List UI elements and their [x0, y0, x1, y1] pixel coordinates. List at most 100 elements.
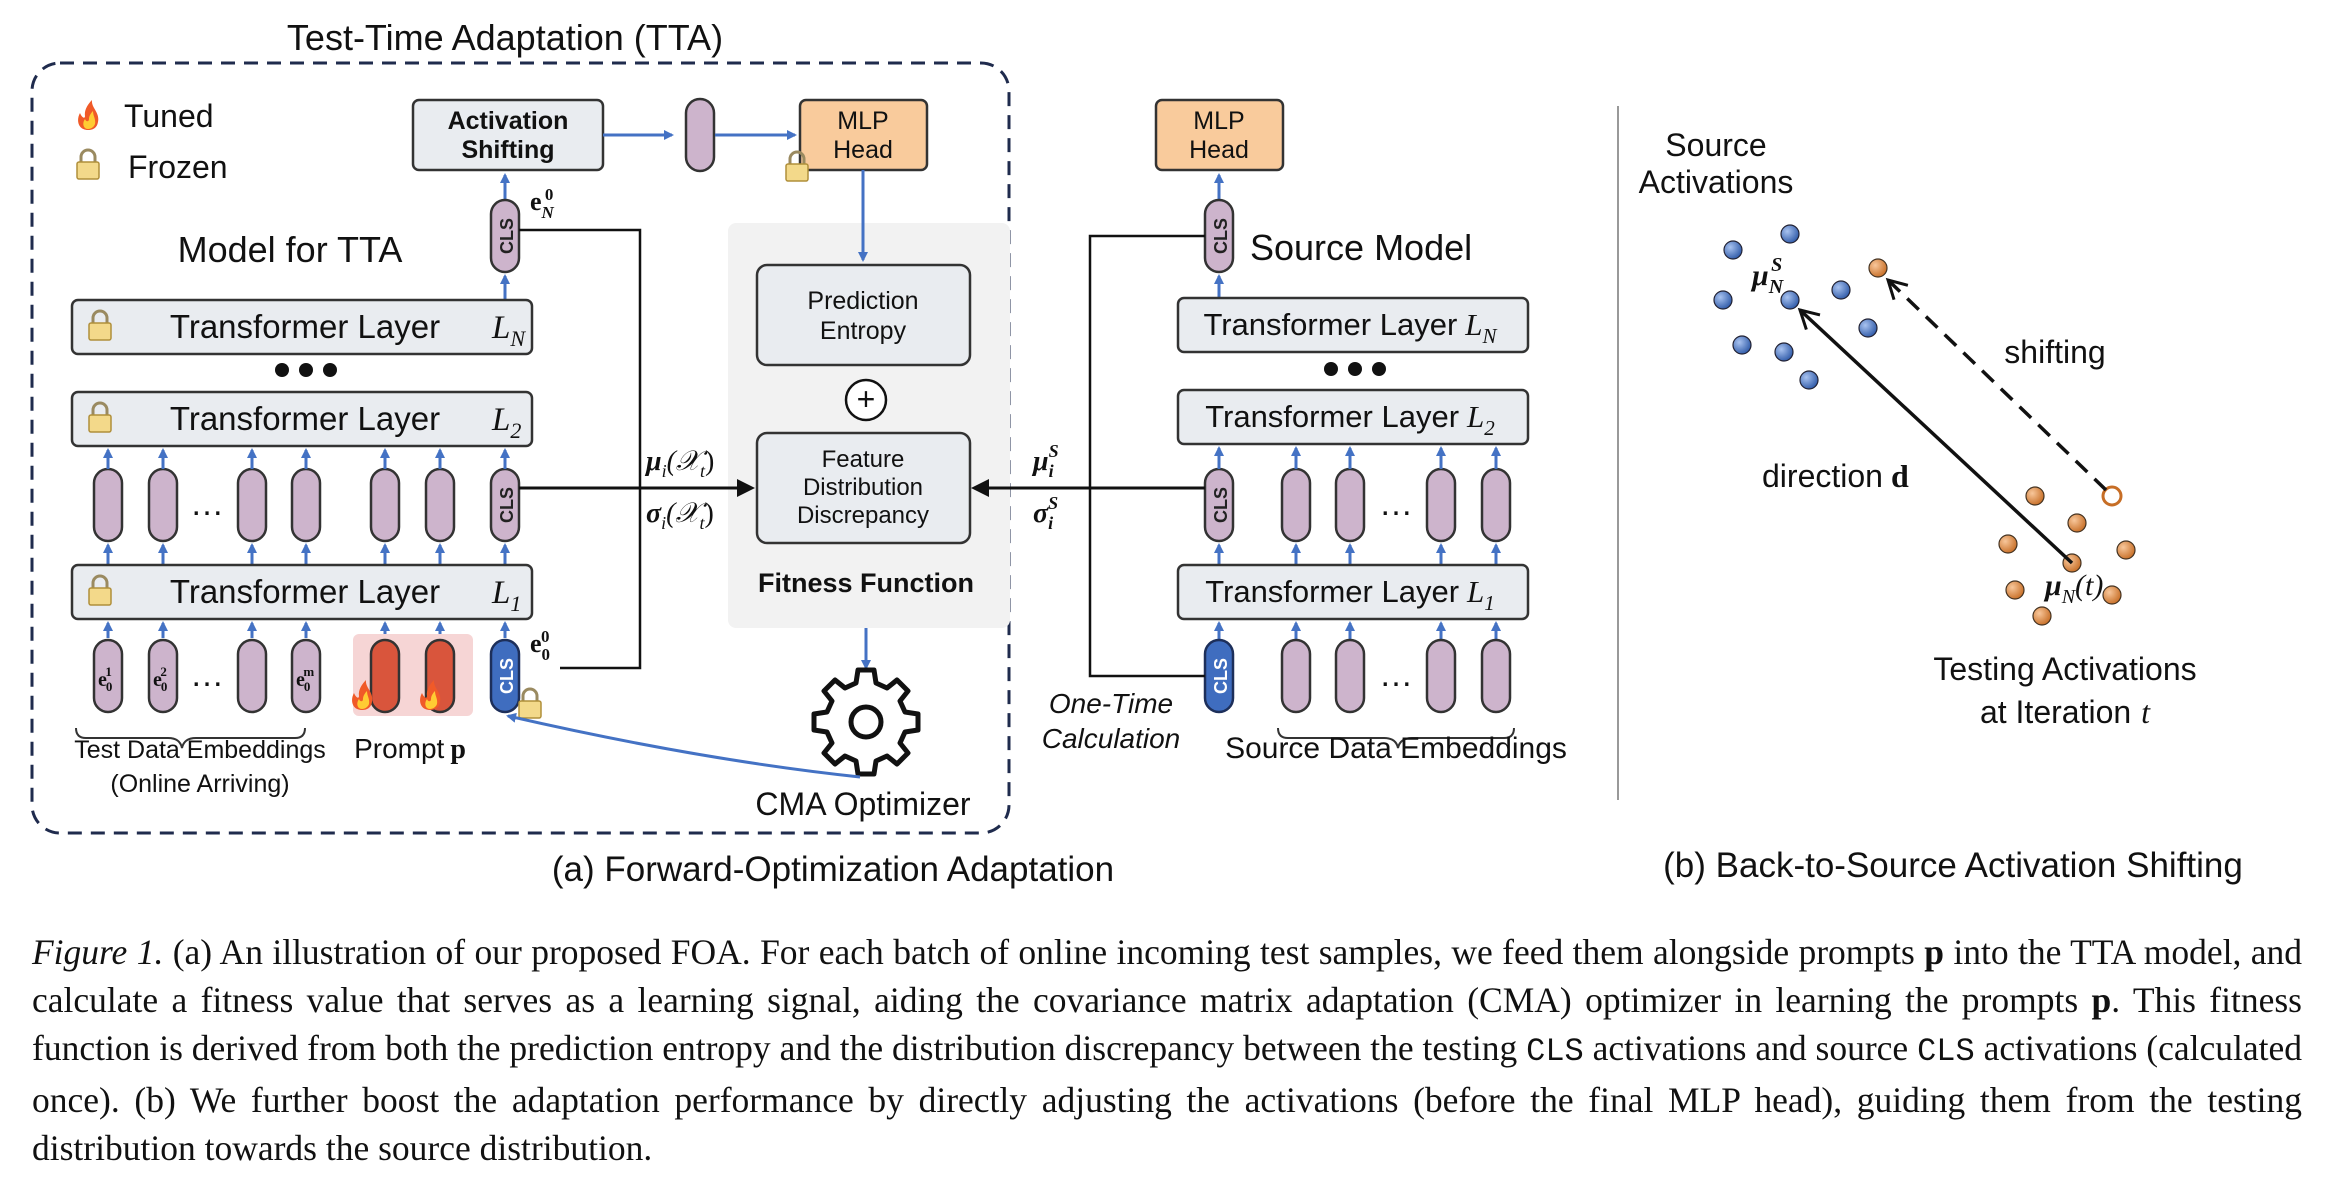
mlp-head-line2: Head	[833, 136, 893, 164]
gear-icon	[811, 667, 921, 777]
shifted-token	[684, 97, 716, 173]
foa-figure: Test-Time Adaptation (TTA) Tuned Frozen …	[30, 17, 2243, 889]
source-middle-tokens: CLS …	[1203, 467, 1512, 543]
caption-code: CLS	[1917, 1033, 1975, 1070]
mlp-head-line1: MLP	[1193, 107, 1244, 135]
source-layer-1	[1176, 563, 1530, 621]
caption-label: Figure 1.	[32, 932, 164, 972]
source-activations-line2: Activations	[1639, 164, 1794, 200]
cls-token-input	[489, 638, 521, 714]
source-activation-dots	[1713, 224, 1878, 390]
source-layer-n	[1176, 296, 1530, 354]
layer-n-symbol: LN	[491, 310, 526, 351]
source-embeddings-label: Source Data Embeddings	[1225, 732, 1567, 765]
shifting-arrow	[1885, 277, 2108, 492]
prediction-entropy-line1: Prediction	[807, 287, 918, 315]
e0-label: e00	[530, 627, 550, 664]
cls-label: CLS	[497, 218, 517, 254]
transformer-layer-n	[70, 298, 534, 356]
figure-caption: Figure 1. (a) An illustration of our pro…	[32, 928, 2302, 1172]
embedding-e2: e02	[153, 664, 167, 694]
ellipsis: …	[190, 485, 224, 523]
direction-arrow	[1797, 307, 2074, 565]
source-activations-line1: Source	[1665, 127, 1766, 163]
transformer-layer-1	[70, 563, 534, 621]
layer-label: Transformer Layer	[170, 573, 440, 610]
lock-icon	[784, 150, 810, 183]
caption-symbol: p	[2091, 980, 2112, 1020]
one-time-line1: One-Time	[1049, 688, 1173, 719]
embedding-e1: e01	[98, 664, 112, 694]
panel-a-caption: (a) Forward-Optimization Adaptation	[552, 850, 1114, 889]
test-embeddings-label: Test Data Embeddings	[74, 736, 326, 764]
embedding-em: e0m	[296, 664, 314, 694]
cls-label: CLS	[1211, 658, 1231, 694]
legend-tuned: Tuned	[124, 98, 214, 134]
cls-label: CLS	[1211, 218, 1231, 254]
flame-icon	[78, 100, 99, 130]
prediction-entropy-box	[755, 263, 972, 367]
activation-shifting-line1: Activation	[448, 107, 569, 135]
caption-text: . This fitness function is derived from …	[32, 980, 2302, 1068]
ellipsis: …	[1379, 485, 1413, 523]
feature-line1: Feature	[822, 446, 905, 473]
caption-text: activations (calculated once). (b) We fu…	[32, 1028, 2302, 1168]
online-arriving-label: (Online Arriving)	[110, 770, 289, 798]
mu-tta-label: μi(𝒳t)	[644, 446, 714, 481]
tta-middle-tokens: CLS …	[92, 467, 521, 543]
cls-label: CLS	[497, 658, 517, 694]
layer-label: Transformer Layer	[170, 400, 440, 437]
caption-text: (a) An illustration of our proposed FOA.…	[163, 932, 1925, 972]
testing-activations-line1: Testing Activations	[1933, 651, 2196, 687]
model-title: Model for TTA	[178, 229, 403, 270]
e-n-label: eN0	[530, 185, 555, 222]
sigma-source-label: σiS	[1033, 493, 1058, 533]
mlp-head-line1: MLP	[837, 107, 888, 135]
cls-label: CLS	[497, 487, 517, 523]
cma-optimizer-label: CMA Optimizer	[755, 786, 970, 822]
caption-text: into the TTA model, and calculate a fitn…	[32, 932, 2302, 1020]
layer-label: Transformer Layer	[170, 308, 440, 345]
ellipsis: …	[190, 656, 224, 694]
feature-line3: Discrepancy	[797, 502, 929, 529]
cls-label: CLS	[1211, 487, 1231, 523]
mu-test-symbol: μN(t)	[2043, 569, 2103, 608]
feature-line2: Distribution	[803, 474, 923, 501]
shifting-label: shifting	[2004, 334, 2105, 370]
caption-symbol: p	[1924, 932, 1944, 972]
transformer-layer-2	[70, 390, 534, 448]
plus-icon	[844, 378, 888, 422]
one-time-line2: Calculation	[1042, 723, 1181, 754]
sigma-tta-label: σi(𝒳t)	[646, 498, 714, 533]
feature-discrepancy-box	[755, 431, 972, 545]
mu-source-symbol: μNS	[1750, 254, 1785, 298]
tta-title: Test-Time Adaptation (TTA)	[287, 17, 723, 58]
prediction-entropy-line2: Entropy	[820, 317, 907, 345]
ellipsis: …	[1379, 656, 1413, 694]
lock-icon	[517, 687, 543, 720]
mlp-head-source	[1154, 98, 1285, 172]
test-embeddings: e01 e02 e0m …	[92, 638, 322, 714]
cls-token-output	[489, 198, 521, 274]
panel-b-caption: (b) Back-to-Source Activation Shifting	[1663, 846, 2243, 885]
lock-icon	[75, 148, 101, 181]
mu-source-label: μiS	[1031, 441, 1059, 481]
source-embeddings: …	[1280, 638, 1512, 714]
caption-code: CLS	[1526, 1033, 1584, 1070]
activation-shifting-line2: Shifting	[461, 136, 554, 164]
source-model-title: Source Model	[1250, 227, 1472, 268]
prompt-tokens	[352, 638, 456, 714]
caption-text: activations and source	[1583, 1028, 1918, 1068]
fitness-function-label: Fitness Function	[758, 568, 974, 598]
layer-1-symbol: L1	[491, 575, 521, 616]
legend: Tuned Frozen	[75, 98, 228, 185]
legend-frozen: Frozen	[128, 149, 228, 185]
source-layer-2	[1176, 388, 1530, 446]
mlp-head-line2: Head	[1189, 136, 1249, 164]
